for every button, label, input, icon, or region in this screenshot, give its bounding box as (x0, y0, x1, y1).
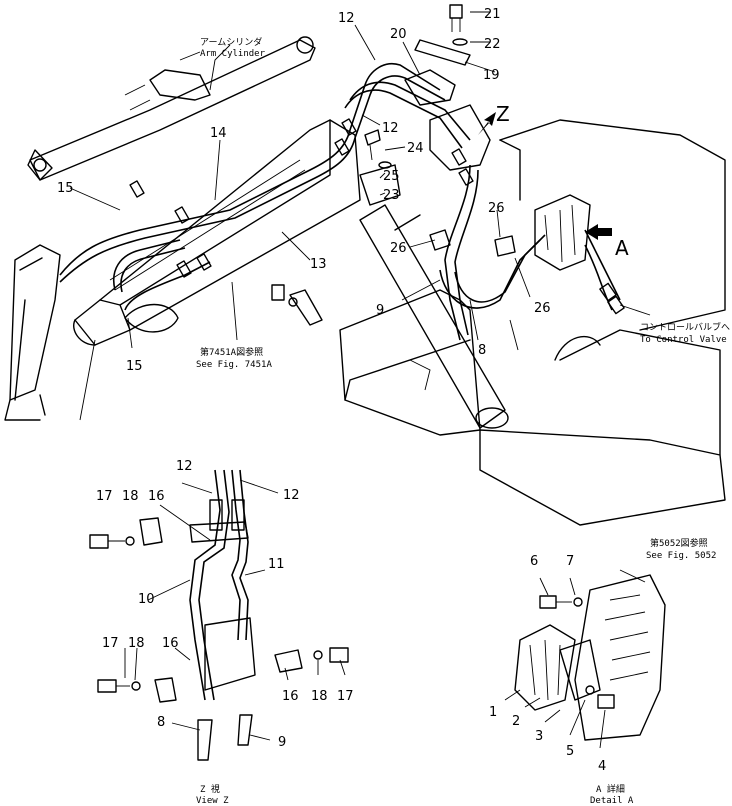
note-arm-cylinder-en: Arm Cylinder (200, 49, 266, 59)
bracket-parts (271, 4, 516, 326)
note-fig5052-en: See Fig. 5052 (646, 551, 716, 561)
detaila-callout-3: 3 (535, 729, 543, 744)
detaila-callout-7: 7 (566, 554, 574, 569)
callout-19: 19 (483, 68, 500, 83)
callout-26b: 26 (488, 201, 505, 216)
note-detail-a-en: Detail A (590, 796, 634, 806)
callout-12b: 12 (382, 121, 399, 136)
marker-a: A (615, 236, 629, 260)
arrow-icon (478, 112, 612, 240)
callout-15b: 15 (126, 359, 143, 374)
viewz-callout-16a: 16 (148, 489, 165, 504)
callout-24: 24 (407, 141, 424, 156)
hose-fittings (129, 118, 474, 278)
callout-23: 23 (383, 188, 400, 203)
viewz-callout-17b: 17 (102, 636, 119, 651)
viewz-callout-12a: 12 (176, 459, 193, 474)
viewz-callout-12b: 12 (283, 488, 300, 503)
leader-lines (69, 11, 651, 421)
note-detail-a-jp: A 詳細 (596, 783, 625, 795)
callout-14: 14 (210, 126, 227, 141)
hose-lines (59, 63, 546, 341)
notes: アームシリンダ Arm Cylinder 第7451A図参照 See Fig. … (196, 36, 730, 806)
viewz-callout-8: 8 (157, 715, 165, 730)
viewz-callout-17c: 17 (337, 689, 354, 704)
note-view-z-jp: Z 視 (200, 783, 220, 795)
callout-22: 22 (484, 37, 501, 52)
detaila-callout-4: 4 (598, 759, 606, 774)
boom (73, 119, 361, 346)
detaila-callout-2: 2 (512, 714, 520, 729)
callouts: 21 22 19 20 12 12 14 15 15 13 24 25 23 2… (57, 7, 629, 774)
note-fig7451-en: See Fig. 7451A (196, 360, 272, 370)
callout-15a: 15 (57, 181, 74, 196)
front-structure (4, 244, 61, 421)
detaila-callout-5: 5 (566, 744, 574, 759)
callout-26a: 26 (390, 241, 407, 256)
viewz-callout-9: 9 (278, 735, 286, 750)
note-fig7451-jp: 第7451A図参照 (200, 346, 263, 358)
boom-cylinder (359, 204, 509, 429)
callout-8: 8 (478, 343, 486, 358)
viewz-callout-18c: 18 (311, 689, 328, 704)
viewz-callout-18b: 18 (128, 636, 145, 651)
detail-a (504, 569, 666, 749)
valve-block (534, 194, 625, 315)
note-control-valve-en: To Control Valve (640, 335, 727, 345)
viewz-callout-17a: 17 (96, 489, 113, 504)
viewz-callout-11: 11 (268, 557, 285, 572)
callout-13: 13 (310, 257, 327, 272)
revolving-frame (339, 119, 726, 526)
callout-9: 9 (376, 303, 384, 318)
detaila-callout-1: 1 (489, 705, 497, 720)
arm-cylinder (27, 36, 316, 181)
viewz-callout-16b: 16 (162, 636, 179, 651)
detaila-callout-6: 6 (530, 554, 538, 569)
note-arm-cylinder-jp: アームシリンダ (200, 36, 262, 48)
marker-z: Z (496, 102, 510, 126)
callout-12a: 12 (338, 11, 355, 26)
note-fig5052-jp: 第5052図参照 (650, 537, 708, 549)
viewz-callout-10: 10 (138, 592, 155, 607)
view-z (89, 469, 349, 761)
callout-21: 21 (484, 7, 501, 22)
callout-25: 25 (383, 169, 400, 184)
note-view-z-en: View Z (196, 796, 229, 806)
callout-20: 20 (390, 27, 407, 42)
note-control-valve-jp: コントロールバルブへ (640, 321, 730, 333)
viewz-callout-18a: 18 (122, 489, 139, 504)
viewz-callout-16c: 16 (282, 689, 299, 704)
callout-26c: 26 (534, 301, 551, 316)
